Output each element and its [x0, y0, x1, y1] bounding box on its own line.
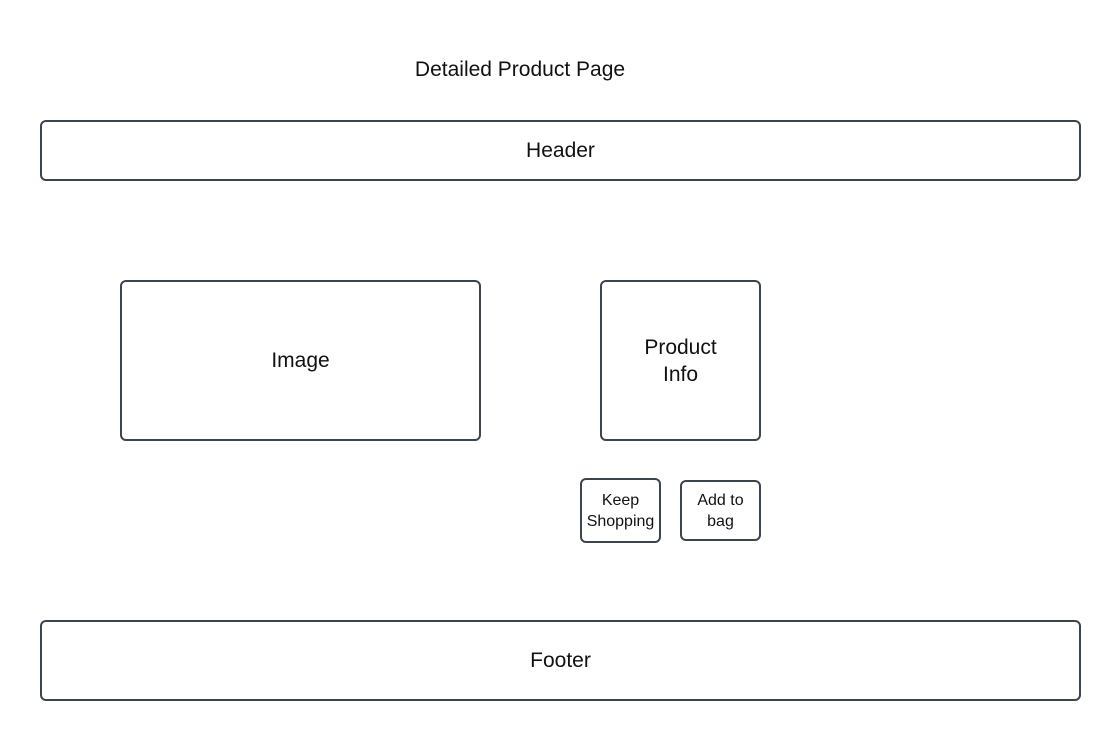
product-info-line-2: Info — [662, 362, 699, 386]
header-label: Header — [526, 138, 595, 162]
header-box: Header — [40, 120, 1081, 181]
product-info-line-1: Product — [644, 335, 717, 359]
image-label: Image — [271, 348, 330, 372]
footer-label: Footer — [530, 648, 591, 672]
product-info-label: Product Info — [644, 334, 716, 388]
add-to-bag-line-1: Add to — [697, 491, 744, 509]
add-to-bag-line-2: bag — [707, 512, 734, 530]
keep-shopping-line-2: Shopping — [586, 512, 655, 530]
add-to-bag-button[interactable]: Add to bag — [680, 480, 761, 541]
product-image-box: Image — [120, 280, 481, 441]
page-title: Detailed Product Page — [414, 58, 626, 81]
footer-box: Footer — [40, 620, 1081, 701]
keep-shopping-label: Keep Shopping — [587, 490, 655, 532]
keep-shopping-line-1: Keep — [601, 491, 640, 509]
product-info-box: Product Info — [600, 280, 761, 441]
keep-shopping-button[interactable]: Keep Shopping — [580, 478, 661, 543]
add-to-bag-label: Add to bag — [697, 490, 743, 532]
